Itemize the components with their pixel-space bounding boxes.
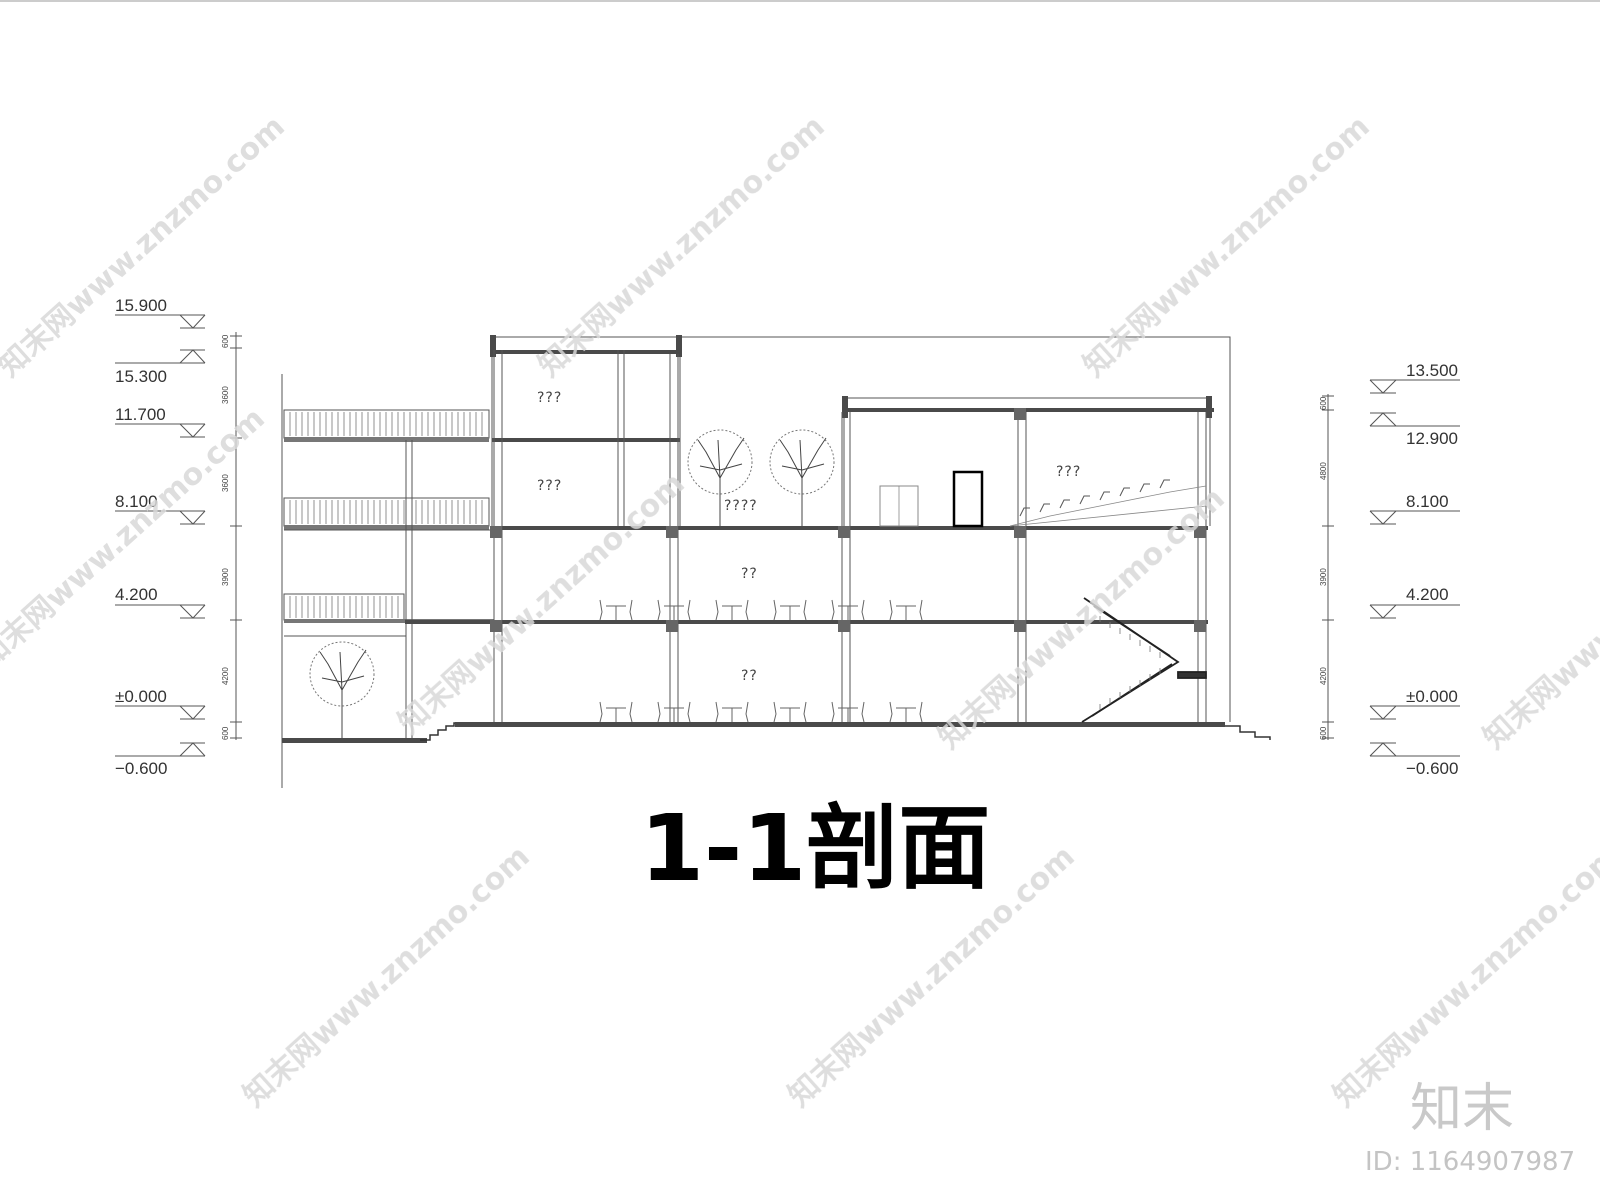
level-8100: 8.100 — [115, 492, 158, 511]
level-0000: ±0.000 — [115, 687, 167, 706]
dim-3900: 3900 — [221, 568, 230, 586]
drawing-title: 1-1剖面 — [640, 795, 990, 902]
room-label-ground-floor: ?? — [741, 668, 758, 684]
building-section: ??? ??? ???? ??? ?? ?? — [281, 335, 1271, 788]
dim-3600-a: 3600 — [221, 386, 230, 404]
dim-right-3900: 3900 — [1319, 568, 1328, 586]
level-15900: 15.900 — [115, 296, 167, 315]
stair — [1081, 597, 1207, 723]
furniture-ground-floor — [599, 701, 923, 723]
level-right-0000: ±0.000 — [1406, 687, 1458, 706]
right-dimension-chain: 600 4800 3900 4200 600 — [1319, 394, 1334, 740]
dim-right-4200: 4200 — [1319, 667, 1328, 685]
level-right-13500: 13.500 — [1406, 361, 1458, 380]
left-balcony-block — [283, 409, 494, 738]
level-right-minus-0600: −0.600 — [1406, 759, 1458, 778]
furniture-second-floor — [599, 599, 923, 621]
watermark-5: 知末网www.znzmo.com — [392, 466, 692, 741]
level-right-12900: 12.900 — [1406, 429, 1458, 448]
watermark-7: 知末网www.znzmo.com — [1477, 481, 1600, 756]
level-11700: 11.700 — [115, 405, 166, 424]
left-level-markers: 15.900 15.300 11.700 8.100 4.200 ±0.000 … — [115, 296, 206, 778]
watermark-3: 知末网www.znzmo.com — [1077, 109, 1377, 384]
watermark-8: 知末网www.znzmo.com — [237, 839, 537, 1114]
level-right-4200: 4.200 — [1406, 585, 1449, 604]
room-label-auditorium: ??? — [1056, 464, 1081, 480]
watermark-4: 知末网www.znzmo.com — [0, 401, 272, 676]
dim-3600-b: 3600 — [221, 474, 230, 492]
dim-4200: 4200 — [221, 667, 230, 685]
image-id: ID: 1164907987 — [1365, 1147, 1575, 1177]
dim-600-top: 600 — [221, 334, 230, 348]
watermark-10: 知末网www.znzmo.com — [1327, 839, 1600, 1114]
room-label-top-upper: ??? — [537, 390, 562, 406]
level-minus-0600: −0.600 — [115, 759, 167, 778]
tree-courtyard-right — [769, 429, 835, 526]
level-4200: 4.200 — [115, 585, 158, 604]
tree-courtyard-left — [687, 429, 753, 526]
left-dimension-chain: 600 3600 3600 3900 4200 600 — [221, 332, 242, 740]
brand-logo: 知末 — [1410, 1079, 1514, 1139]
level-15300: 15.300 — [115, 367, 167, 386]
level-right-8100: 8.100 — [1406, 492, 1449, 511]
watermarks: 知末网www.znzmo.com 知末网www.znzmo.com 知末网www… — [0, 109, 1600, 1114]
watermark-6: 知末网www.znzmo.com — [932, 481, 1232, 756]
dim-right-4800: 4800 — [1319, 462, 1328, 480]
tree-ground-left — [309, 641, 375, 738]
dim-right-600-bottom: 600 — [1319, 726, 1328, 740]
dim-right-600-top: 600 — [1319, 396, 1328, 410]
room-label-second-floor: ?? — [741, 566, 758, 582]
right-level-markers: 13.500 12.900 8.100 4.200 ±0.000 −0.600 — [1369, 361, 1460, 778]
dim-600-bottom: 600 — [221, 726, 230, 740]
room-label-top-lower: ??? — [537, 478, 562, 494]
watermark-1: 知末网www.znzmo.com — [0, 109, 292, 384]
room-label-courtyard: ???? — [724, 498, 758, 514]
